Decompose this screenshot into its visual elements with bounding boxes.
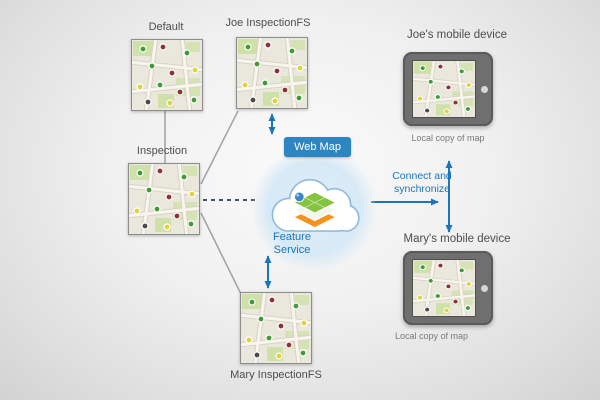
map-thumbnail-inspection — [128, 163, 200, 235]
web-map-badge: Web Map — [284, 137, 351, 157]
map-thumbnail-joe-inspectionfs — [236, 37, 308, 109]
device-label-joe: Joe's mobile device — [407, 29, 507, 41]
device-caption-joe: Local copy of map — [411, 133, 485, 143]
map-label-joe-inspectionfs: Joe InspectionFS — [225, 17, 311, 29]
map-thumbnail-default — [131, 39, 203, 111]
cloud-icon — [271, 178, 360, 232]
line-inspection-joe — [200, 110, 239, 185]
map-label-mary-inspectionfs: Mary InspectionFS — [230, 369, 322, 381]
feature-service-label: Feature Service — [273, 231, 311, 256]
map-thumbnail-mary-inspectionfs — [240, 292, 312, 364]
map-label-inspection: Inspection — [136, 145, 188, 157]
home-button-dot-mary — [481, 284, 488, 292]
connect-synchronize-label: Connect and synchronize — [392, 170, 452, 195]
tablet-screen-mary — [412, 259, 476, 317]
home-button-dot-joe — [481, 85, 488, 93]
layers-icon — [292, 191, 338, 229]
tablet-icon-joe — [403, 52, 493, 126]
map-label-default: Default — [148, 21, 184, 33]
line-inspection-mary — [200, 212, 242, 295]
device-caption-mary: Local copy of map — [395, 331, 469, 341]
tablet-icon-mary — [403, 251, 493, 325]
tablet-screen-joe — [412, 60, 476, 118]
device-label-mary: Mary's mobile device — [403, 233, 511, 245]
